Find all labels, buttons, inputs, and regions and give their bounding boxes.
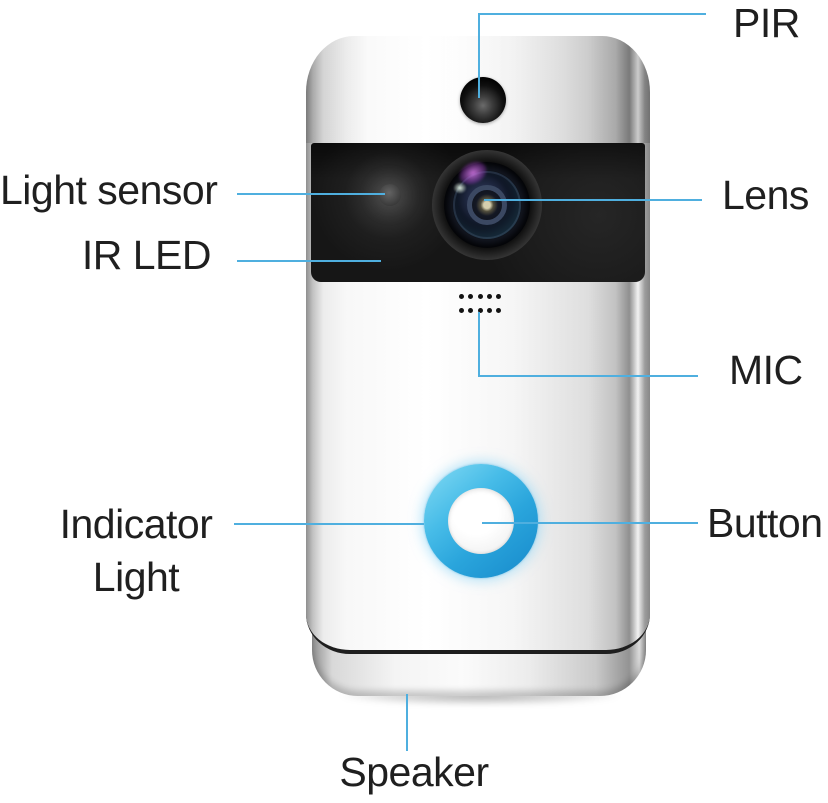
pir-sensor — [460, 77, 506, 123]
doorbell-body — [306, 36, 650, 654]
mic-holes — [459, 294, 501, 313]
speaker-label: Speaker — [339, 749, 489, 795]
mic-label: MIC — [729, 347, 803, 393]
light-sensor-leader-line — [237, 193, 385, 195]
doorbell-button — [448, 488, 514, 554]
lens-label: Lens — [722, 172, 809, 218]
indicator-light-label: Indicator Light — [30, 498, 242, 604]
mic-leader-line — [478, 312, 480, 377]
indicator-light-ring — [424, 464, 538, 578]
mic-leader-line — [478, 375, 698, 377]
camera-lens — [432, 150, 542, 260]
mic-hole-row — [459, 294, 501, 299]
lens-aperture — [467, 185, 507, 225]
indicator-light-leader-line — [234, 523, 424, 525]
button-leader-line — [482, 522, 698, 524]
light-sensor-dot — [379, 184, 401, 206]
light-sensor-label: Light sensor — [0, 167, 218, 213]
pir-leader-line — [478, 14, 480, 98]
pir-label: PIR — [733, 0, 800, 46]
pir-leader-line — [478, 13, 706, 15]
indicator-light-label-line2: Light — [92, 554, 180, 600]
indicator-light-label-line1: Indicator — [59, 501, 213, 547]
ir-led-label: IR LED — [81, 232, 212, 278]
mic-hole-row — [459, 308, 501, 313]
button-label: Button — [707, 500, 823, 546]
ir-led-leader-line — [237, 260, 381, 262]
speaker-leader-line — [406, 694, 408, 751]
lens-leader-line — [484, 199, 702, 201]
camera-panel — [311, 143, 645, 282]
lens-reflection-white — [453, 182, 467, 194]
